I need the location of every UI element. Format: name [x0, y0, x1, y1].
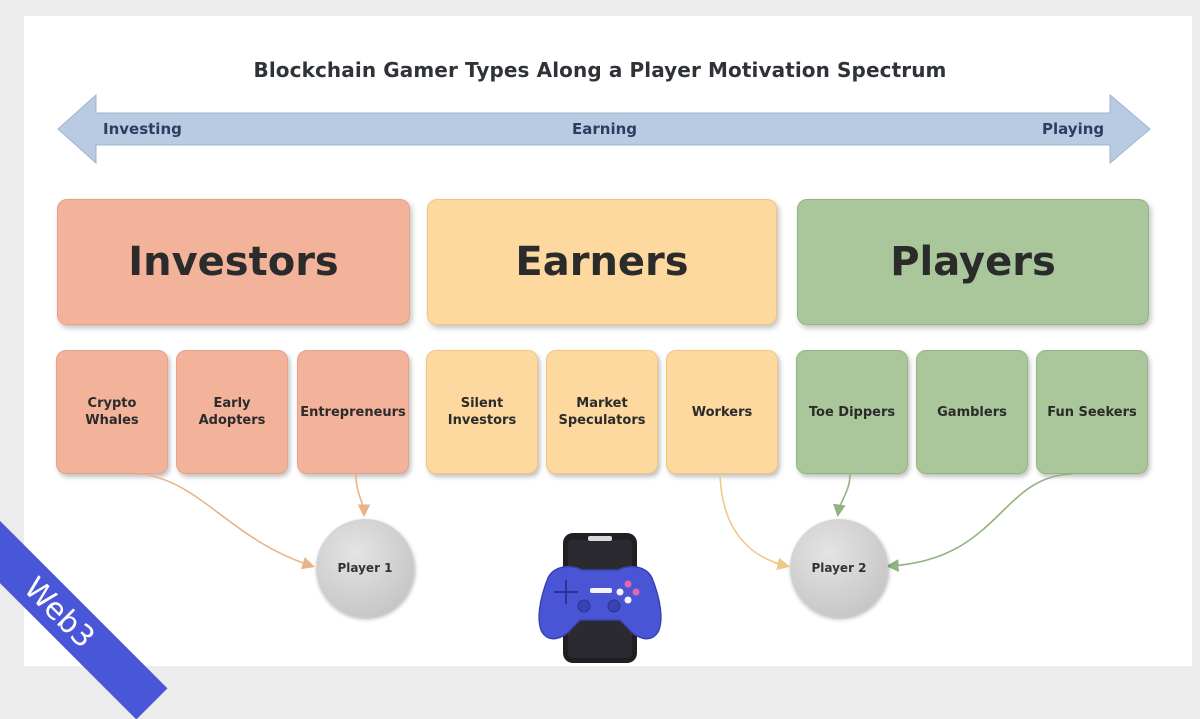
- subtype-gamblers: Gamblers: [916, 350, 1028, 474]
- subtype-toe-dippers: Toe Dippers: [796, 350, 908, 474]
- player-2-node: Player 2: [790, 519, 888, 617]
- subtype-market-speculators: Market Speculators: [546, 350, 658, 474]
- category-earners: Earners: [427, 199, 777, 325]
- player-node-label: Player 2: [811, 561, 867, 575]
- category-label: Earners: [515, 239, 689, 285]
- subtype-silent-investors: Silent Investors: [426, 350, 538, 474]
- gamepad-phone-icon: [538, 533, 662, 663]
- diagram-title: Blockchain Gamer Types Along a Player Mo…: [253, 58, 947, 82]
- spectrum-label-playing: Playing: [1042, 120, 1105, 138]
- subtype-early-adopters: Early Adopters: [176, 350, 288, 474]
- subtype-entrepreneurs: Entrepreneurs: [297, 350, 409, 474]
- category-label: Players: [890, 239, 1056, 285]
- category-investors: Investors: [57, 199, 410, 325]
- subtype-crypto-whales: Crypto Whales: [56, 350, 168, 474]
- spectrum-label-investing: Investing: [103, 120, 182, 138]
- category-players: Players: [797, 199, 1149, 325]
- player-node-label: Player 1: [337, 561, 393, 575]
- subtype-fun-seekers: Fun Seekers: [1036, 350, 1148, 474]
- player-1-node: Player 1: [316, 519, 414, 617]
- category-label: Investors: [128, 239, 339, 285]
- spectrum-arrow: [57, 93, 1151, 165]
- spectrum-label-earning: Earning: [572, 120, 638, 138]
- subtype-workers: Workers: [666, 350, 778, 474]
